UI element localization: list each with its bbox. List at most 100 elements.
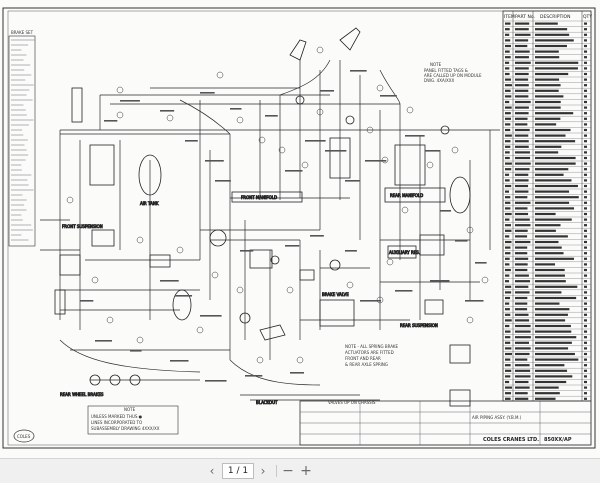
treadle-valve <box>89 144 115 186</box>
table-ink-desc <box>535 44 567 48</box>
drawing-border <box>2 7 596 449</box>
table-ink-qty <box>584 308 587 311</box>
parts-col-qty: QTY <box>583 14 592 20</box>
coles-logo: COLES <box>13 429 35 443</box>
table-ink-part <box>515 28 529 31</box>
page-number-field[interactable]: 1 / 1 <box>222 463 254 479</box>
tiny-label <box>345 180 360 182</box>
table-ink-desc <box>535 168 569 171</box>
zoom-out-button[interactable]: − <box>282 463 294 479</box>
table-ink-item <box>505 22 511 25</box>
table-ink-desc <box>535 84 561 87</box>
tiny-label <box>475 262 487 264</box>
table-ink-qty <box>584 112 587 115</box>
table-ink-desc <box>535 252 564 255</box>
table-ink-desc <box>535 196 579 199</box>
schematic-components: FRONT MANIFOLD REAR MANIFOLD AIR TANK FR… <box>54 27 471 407</box>
table-ink-desc <box>535 330 572 333</box>
table-ink-item <box>505 89 511 92</box>
part-balloon <box>376 84 384 92</box>
previous-page-button[interactable]: ‹ <box>209 464 215 478</box>
brake-valve-label: BRAKE VALVE <box>322 292 349 297</box>
table-ink-qty <box>584 392 587 395</box>
part-balloon <box>196 326 204 334</box>
auxiliary-res <box>387 245 417 259</box>
rear-manifold-block <box>384 187 446 203</box>
table-ink-desc <box>535 302 560 305</box>
table-ink-item <box>505 280 510 283</box>
tiny-label <box>425 150 440 152</box>
table-ink-item <box>505 302 510 305</box>
table-ink-item <box>505 56 511 59</box>
notes-box: NOTE UNLESS MARKED THUS ● LINES INCORPOR… <box>87 405 179 435</box>
table-ink-item <box>505 274 510 277</box>
table-ink-item <box>505 369 512 372</box>
valve-f <box>394 144 426 186</box>
table-ink-part <box>515 246 528 249</box>
table-ink-part <box>515 112 529 115</box>
table-ink-part <box>515 201 531 204</box>
table-ink-desc <box>535 240 559 244</box>
tiny-label <box>325 150 347 152</box>
gauge-f <box>440 125 450 135</box>
table-ink-qty <box>584 106 587 109</box>
table-ink-qty <box>584 33 587 36</box>
table-ink-item <box>505 380 510 384</box>
table-ink-desc <box>535 28 568 31</box>
left-panel-header: BRAKE SET <box>11 30 34 35</box>
tiny-label <box>205 380 227 382</box>
table-ink-part <box>515 386 530 389</box>
rear-suspension-valve <box>424 299 444 315</box>
table-ink-part <box>515 50 530 53</box>
table-ink-item <box>505 196 511 199</box>
table-ink-part <box>515 324 531 328</box>
lever-b <box>339 27 361 51</box>
table-ink-qty <box>584 257 587 260</box>
notes-line-4: SUBASSEMBLY DRAWING 4XXX/XX <box>91 426 160 431</box>
table-ink-qty <box>584 72 587 76</box>
table-ink-desc <box>535 117 561 120</box>
table-ink-part <box>515 184 529 188</box>
table-ink-item <box>505 95 512 98</box>
table-ink-part <box>515 302 528 305</box>
table-ink-item <box>505 173 510 176</box>
table-ink-part <box>515 95 529 98</box>
table-ink-qty <box>584 296 587 300</box>
table-ink-qty <box>584 263 587 266</box>
table-ink-qty <box>584 352 587 356</box>
table-ink-part <box>515 212 529 216</box>
air-tank-right <box>449 176 471 214</box>
valve-i <box>449 389 471 407</box>
mid-note-line-1: NOTE - ALL SPRING BRAKE <box>345 344 399 349</box>
mid-note-line-2: ACTUATORS ARE FITTED <box>345 350 394 355</box>
table-ink-item <box>505 207 511 210</box>
zoom-in-button[interactable]: + <box>300 463 312 479</box>
table-ink-qty <box>584 336 587 339</box>
table-ink-part <box>515 140 529 143</box>
table-ink-qty <box>584 397 587 400</box>
table-ink-item <box>505 386 512 389</box>
table-ink-qty <box>584 341 587 344</box>
tiny-label <box>185 140 198 142</box>
table-ink-item <box>505 392 512 395</box>
table-ink-desc <box>535 179 572 182</box>
table-ink-part <box>515 33 531 36</box>
table-ink-item <box>505 67 510 70</box>
table-ink-item <box>505 308 510 311</box>
part-balloon <box>296 356 304 364</box>
part-balloon <box>316 108 324 116</box>
tiny-label <box>430 280 450 282</box>
table-ink-part <box>515 173 529 176</box>
next-page-button[interactable]: › <box>260 464 266 478</box>
table-ink-qty <box>584 291 587 294</box>
tiny-label <box>200 315 222 317</box>
table-ink-item <box>505 252 511 255</box>
table-ink-desc <box>535 319 566 322</box>
part-balloon <box>211 271 219 279</box>
table-ink-item <box>505 168 512 171</box>
lever-a <box>289 39 307 61</box>
table-ink-qty <box>584 196 587 199</box>
table-ink-part <box>515 61 531 64</box>
top-note-line-4: DWG. 4XA/XXX <box>424 78 455 83</box>
table-ink-qty <box>584 235 587 238</box>
